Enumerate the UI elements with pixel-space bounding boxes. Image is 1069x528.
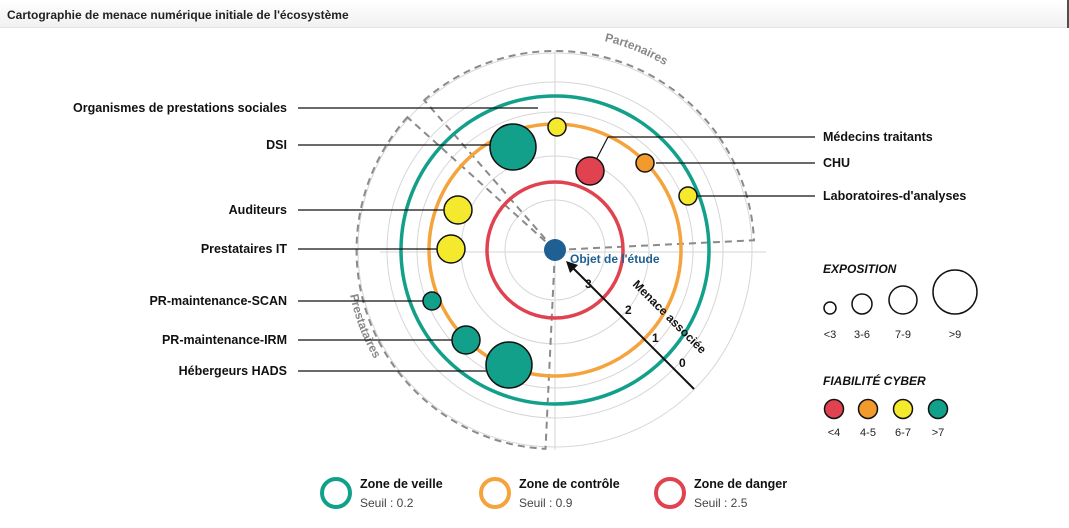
exposure-label-2: 3-6 bbox=[854, 329, 870, 341]
ring-number-1: 1 bbox=[652, 331, 659, 345]
stakeholder-label-auditeurs: Auditeurs bbox=[229, 203, 287, 217]
ring-number-3: 3 bbox=[585, 277, 592, 291]
stakeholder-bubble-chu[interactable] bbox=[635, 153, 655, 173]
zone-veille-name: Zone de veille bbox=[360, 477, 443, 491]
stakeholder-label-prestataires-it: Prestataires IT bbox=[201, 242, 288, 256]
stakeholder-label-pr-maintenance-irm: PR-maintenance-IRM bbox=[162, 333, 287, 347]
zone-controle-name: Zone de contrôle bbox=[519, 477, 620, 491]
reliability-swatch-3 bbox=[892, 398, 914, 420]
threat-axis-arrowhead bbox=[566, 261, 578, 273]
zone-danger-name: Zone de danger bbox=[694, 477, 788, 491]
exposure-label-4: >9 bbox=[949, 329, 962, 341]
reliability-label-2: 4-5 bbox=[860, 427, 876, 439]
stakeholder-bubble-dsi[interactable] bbox=[489, 123, 537, 171]
stakeholder-bubble-hebergeurs-hads[interactable] bbox=[485, 341, 533, 389]
stakeholder-bubble-laboratoires-d-analyses[interactable] bbox=[678, 186, 698, 206]
zone-veille-threshold: Seuil : 0.2 bbox=[360, 496, 414, 510]
legend-reliability-title: FIABILITÉ CYBER bbox=[823, 373, 926, 388]
reliability-swatch-2 bbox=[857, 398, 879, 420]
stakeholder-label-hebergeurs-hads: Hébergeurs HADS bbox=[179, 364, 287, 378]
zone-controle-swatch bbox=[479, 477, 511, 509]
reliability-swatch-1 bbox=[823, 398, 845, 420]
exposure-swatch-2 bbox=[851, 293, 873, 315]
stakeholder-bubble-organismes-de-prestations-sociales[interactable] bbox=[547, 117, 567, 137]
title-bar: Cartographie de menace numérique initial… bbox=[0, 0, 1069, 28]
stakeholder-bubble-pr-maintenance-irm[interactable] bbox=[451, 325, 481, 355]
stakeholder-bubble-auditeurs[interactable] bbox=[443, 195, 473, 225]
stakeholder-label-organismes-de-prestations-sociales: Organismes de prestations sociales bbox=[73, 101, 287, 115]
ring-number-0: 0 bbox=[679, 356, 686, 370]
ring-number-2: 2 bbox=[625, 303, 632, 317]
stakeholder-label-medecins-traitants: Médecins traitants bbox=[823, 130, 933, 144]
reliability-swatch-4 bbox=[927, 398, 949, 420]
page-title: Cartographie de menace numérique initial… bbox=[7, 8, 349, 22]
zone-danger-threshold: Seuil : 2.5 bbox=[694, 496, 748, 510]
stakeholder-bubble-pr-maintenance-scan[interactable] bbox=[422, 291, 442, 311]
exposure-swatch-3 bbox=[888, 285, 918, 315]
sector-prestataires bbox=[355, 115, 557, 450]
legend-exposure: <3 3-6 7-9 >9 bbox=[823, 269, 978, 341]
legend-exposure-title: EXPOSITION bbox=[823, 262, 897, 276]
sector-partenaires bbox=[422, 49, 756, 252]
exposure-label-3: 7-9 bbox=[895, 329, 911, 341]
window-edge bbox=[1067, 0, 1069, 28]
stakeholder-label-dsi: DSI bbox=[266, 138, 287, 152]
threat-axis-line bbox=[571, 266, 695, 390]
legend-reliability: <4 4-5 6-7 >7 bbox=[823, 398, 949, 439]
stakeholder-label-laboratoires-d-analyses: Laboratoires-d'analyses bbox=[823, 189, 966, 203]
stakeholder-bubble-prestataires-it[interactable] bbox=[436, 234, 466, 264]
leader-line-medecins-traitants-stem bbox=[595, 136, 609, 161]
stakeholder-bubble-medecins-traitants[interactable] bbox=[575, 156, 605, 186]
zone-danger-circle bbox=[485, 180, 625, 320]
reliability-label-3: 6-7 bbox=[895, 427, 911, 439]
center-object-dot bbox=[544, 239, 566, 261]
exposure-swatch-1 bbox=[823, 301, 837, 315]
zone-danger-swatch bbox=[654, 477, 686, 509]
stakeholder-label-chu: CHU bbox=[823, 156, 850, 170]
zone-veille-swatch bbox=[320, 477, 352, 509]
zone-veille-circle bbox=[399, 94, 711, 406]
threat-axis: Menace associée 3 2 1 0 bbox=[566, 261, 709, 390]
stakeholder-label-pr-maintenance-scan: PR-maintenance-SCAN bbox=[149, 294, 287, 308]
reliability-label-4: >7 bbox=[932, 427, 945, 439]
center-object-label: Objet de l'étude bbox=[570, 252, 660, 266]
exposure-swatch-4 bbox=[932, 269, 978, 315]
exposure-label-1: <3 bbox=[824, 329, 837, 341]
zone-controle-threshold: Seuil : 0.9 bbox=[519, 496, 573, 510]
threat-axis-label: Menace associée bbox=[630, 277, 709, 356]
reliability-label-1: <4 bbox=[828, 427, 841, 439]
